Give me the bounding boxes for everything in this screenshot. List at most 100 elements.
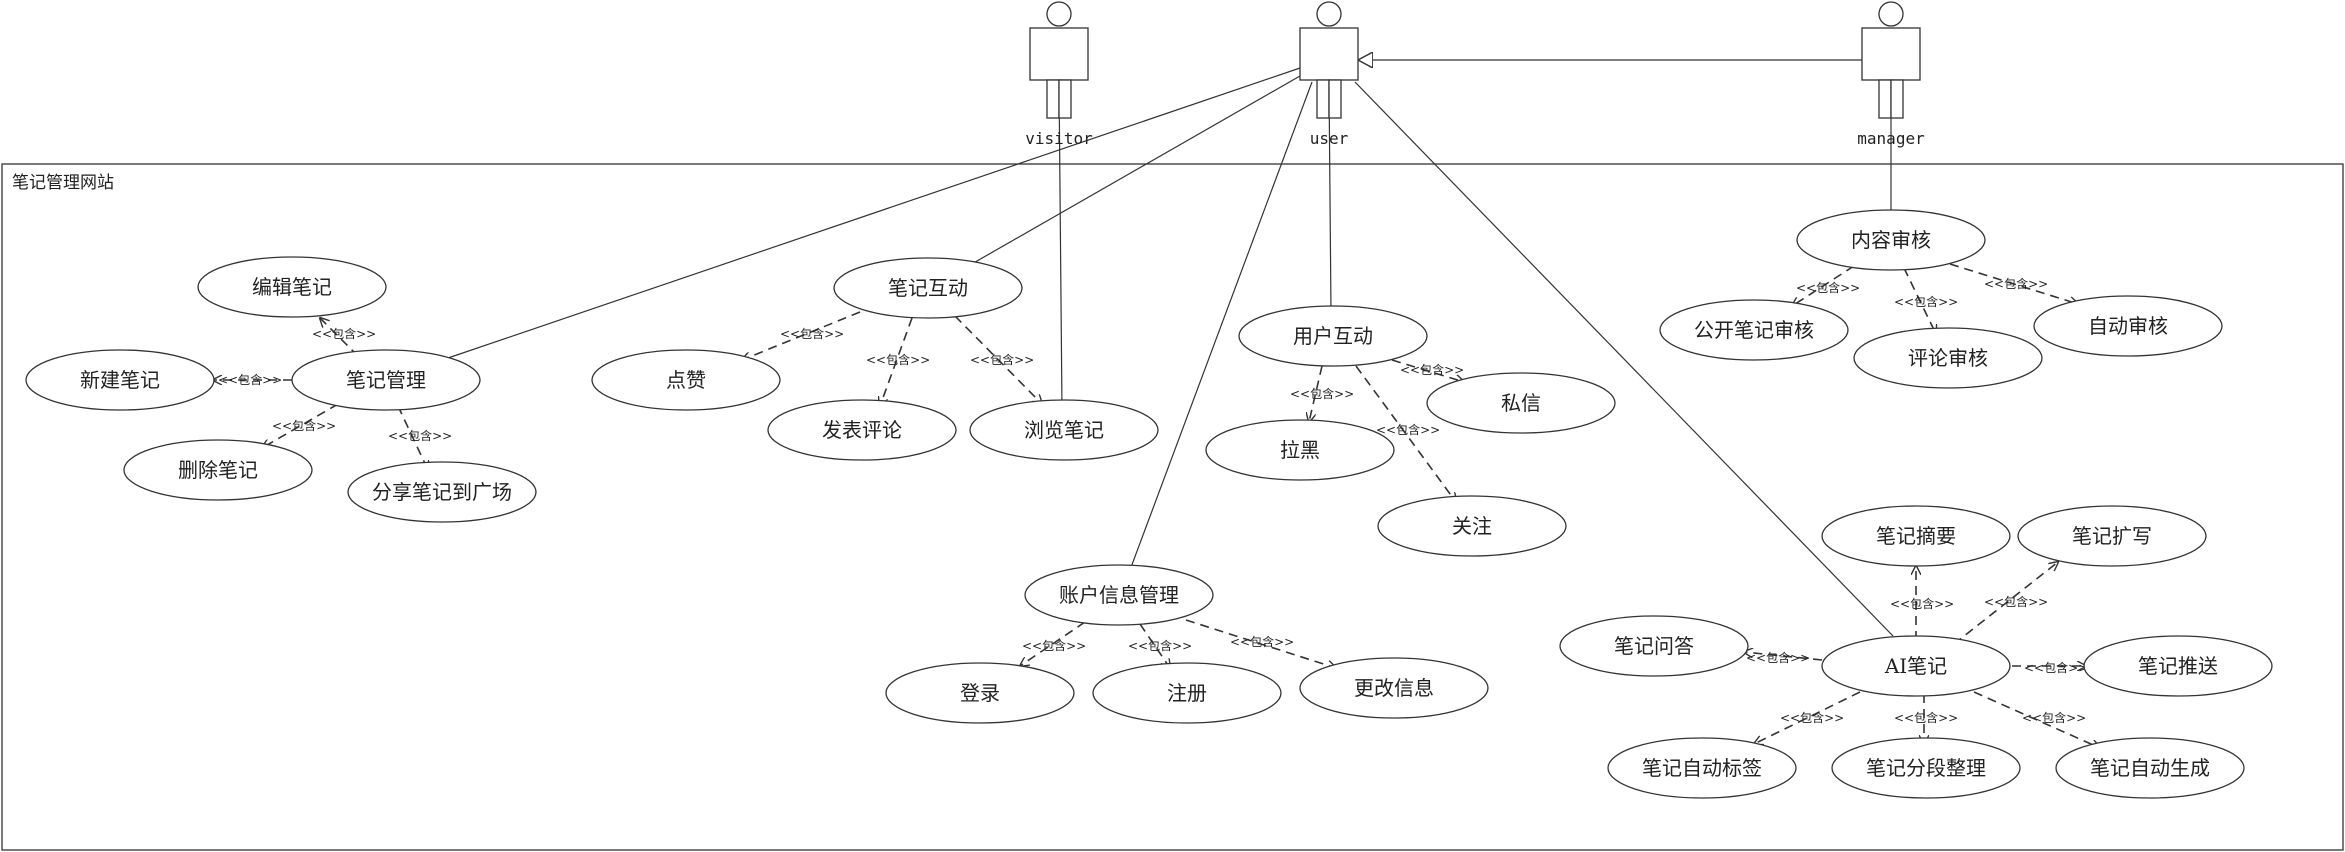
incl-label: <<包含>>	[1890, 596, 1954, 611]
svg-text:注册: 注册	[1167, 681, 1207, 705]
incl-label: <<包含>>	[388, 428, 452, 443]
actor-user-label: user	[1310, 129, 1349, 148]
actor-manager-leg-left	[1878, 79, 1892, 119]
usecase-browse[interactable]: 浏览笔记	[969, 399, 1159, 461]
actor-manager-body	[1861, 27, 1921, 81]
usecase-qa[interactable]: 笔记问答	[1559, 615, 1749, 677]
svg-text:用户互动: 用户互动	[1293, 324, 1373, 348]
usecase-auto-review[interactable]: 自动审核	[2033, 295, 2223, 357]
usecase-share-note[interactable]: 分享笔记到广场	[347, 461, 537, 523]
svg-text:浏览笔记: 浏览笔记	[1024, 418, 1104, 442]
usecase-block[interactable]: 拉黑	[1205, 419, 1395, 481]
usecase-follow[interactable]: 关注	[1377, 495, 1567, 557]
incl-interact-browse	[954, 315, 1042, 404]
actor-visitor: visitor	[1025, 1, 1093, 148]
usecase-comment[interactable]: 发表评论	[767, 399, 957, 461]
incl-label: <<包含>>	[272, 418, 336, 433]
actor-user-body	[1299, 27, 1359, 81]
incl-label: <<包含>>	[2022, 710, 2086, 725]
actor-manager: manager	[1857, 1, 1925, 148]
usecase-account-mgmt[interactable]: 账户信息管理	[1024, 564, 1214, 626]
incl-review-public	[1792, 265, 1855, 306]
svg-text:更改信息: 更改信息	[1354, 676, 1434, 700]
incl-account-login	[1020, 621, 1086, 666]
usecase-login[interactable]: 登录	[885, 662, 1075, 724]
svg-text:笔记问答: 笔记问答	[1614, 634, 1694, 658]
assoc-user-account	[1129, 81, 1313, 571]
incl-label: <<包含>>	[312, 326, 376, 341]
use-cases: 编辑笔记 笔记管理 新建笔记 删除笔记 分享笔记到广场 笔记互动 点赞 发表	[25, 209, 2273, 799]
incl-label: <<包含>>	[1796, 280, 1860, 295]
actor-user-leg-right	[1328, 79, 1342, 119]
incl-label: <<包含>>	[780, 326, 844, 341]
svg-text:AI笔记: AI笔记	[1884, 654, 1947, 678]
usecase-auto-gen[interactable]: 笔记自动生成	[2055, 737, 2245, 799]
assoc-user-ai-note	[1354, 81, 1894, 637]
usecase-push[interactable]: 笔记推送	[2083, 635, 2273, 697]
svg-text:点赞: 点赞	[666, 368, 706, 392]
incl-label: <<包含>>	[1746, 650, 1810, 665]
incl-label: <<包含>>	[1022, 638, 1086, 653]
incl-user-follow	[1355, 365, 1456, 502]
usecase-delete-note[interactable]: 删除笔记	[123, 439, 313, 501]
usecase-user-interact[interactable]: 用户互动	[1238, 305, 1428, 367]
svg-text:笔记摘要: 笔记摘要	[1876, 524, 1956, 548]
system-boundary	[1, 163, 2344, 851]
usecase-update-info[interactable]: 更改信息	[1299, 657, 1489, 719]
incl-user-block	[1309, 365, 1323, 422]
assoc-user-note-mgmt	[447, 67, 1301, 359]
svg-text:内容审核: 内容审核	[1851, 228, 1931, 252]
usecase-comment-review[interactable]: 评论审核	[1853, 327, 2043, 389]
incl-review-comment	[1903, 267, 1936, 334]
system-title: 笔记管理网站	[12, 173, 114, 193]
usecase-like[interactable]: 点赞	[591, 349, 781, 411]
svg-text:登录: 登录	[960, 681, 1000, 705]
incl-label: <<包含>>	[1984, 276, 2048, 291]
svg-text:账户信息管理: 账户信息管理	[1059, 583, 1179, 607]
incl-label: <<包含>>	[970, 352, 1034, 367]
svg-text:笔记推送: 笔记推送	[2138, 654, 2218, 678]
svg-text:笔记互动: 笔记互动	[888, 276, 968, 300]
incl-mgmt-edit	[320, 318, 359, 357]
usecase-public-review[interactable]: 公开笔记审核	[1659, 299, 1849, 361]
svg-text:笔记分段整理: 笔记分段整理	[1866, 756, 1986, 780]
actor-manager-leg-right	[1890, 79, 1904, 119]
usecase-note-interact[interactable]: 笔记互动	[833, 257, 1023, 319]
usecase-segment[interactable]: 笔记分段整理	[1831, 737, 2021, 799]
usecase-auto-tag[interactable]: 笔记自动标签	[1607, 737, 1797, 799]
usecase-summary[interactable]: 笔记摘要	[1821, 505, 2011, 567]
usecase-edit-note[interactable]: 编辑笔记	[197, 256, 387, 318]
svg-text:删除笔记: 删除笔记	[178, 458, 258, 482]
incl-label: <<包含>>	[2024, 660, 2088, 675]
usecase-content-review[interactable]: 内容审核	[1796, 209, 1986, 271]
actor-user: user	[1299, 1, 1359, 148]
incl-label: <<包含>>	[1376, 422, 1440, 437]
incl-label: <<包含>>	[1780, 710, 1844, 725]
usecase-ai-note[interactable]: AI笔记	[1821, 635, 2011, 697]
usecase-expand[interactable]: 笔记扩写	[2017, 505, 2207, 567]
svg-text:自动审核: 自动审核	[2088, 314, 2168, 338]
assoc-user-user-interact	[1328, 81, 1332, 314]
actor-visitor-label: visitor	[1025, 129, 1093, 148]
include-labels: <<包含>> <<包含>> <<包含>> <<包含>> <<包含>> <<包含>…	[218, 276, 2088, 725]
usecase-new-note[interactable]: 新建笔记	[25, 349, 215, 411]
svg-text:笔记自动标签: 笔记自动标签	[1642, 756, 1762, 780]
incl-label: <<包含>>	[1230, 634, 1294, 649]
actor-visitor-head	[1046, 1, 1072, 27]
incl-label: <<包含>>	[1984, 594, 2048, 609]
usecase-note-mgmt[interactable]: 笔记管理	[291, 349, 481, 411]
svg-text:公开笔记审核: 公开笔记审核	[1694, 318, 1814, 342]
svg-text:笔记自动生成: 笔记自动生成	[2090, 756, 2210, 780]
actor-visitor-leg-left	[1046, 79, 1060, 119]
incl-label: <<包含>>	[1894, 710, 1958, 725]
incl-interact-comment	[880, 317, 913, 406]
svg-text:关注: 关注	[1452, 514, 1492, 538]
incl-label: <<包含>>	[1290, 386, 1354, 401]
usecase-message[interactable]: 私信	[1426, 372, 1616, 434]
svg-text:评论审核: 评论审核	[1908, 346, 1988, 370]
svg-text:私信: 私信	[1501, 391, 1541, 415]
actor-manager-label: manager	[1857, 129, 1925, 148]
usecase-register[interactable]: 注册	[1092, 662, 1282, 724]
incl-label: <<包含>>	[1400, 362, 1464, 377]
incl-account-register	[1139, 623, 1170, 668]
